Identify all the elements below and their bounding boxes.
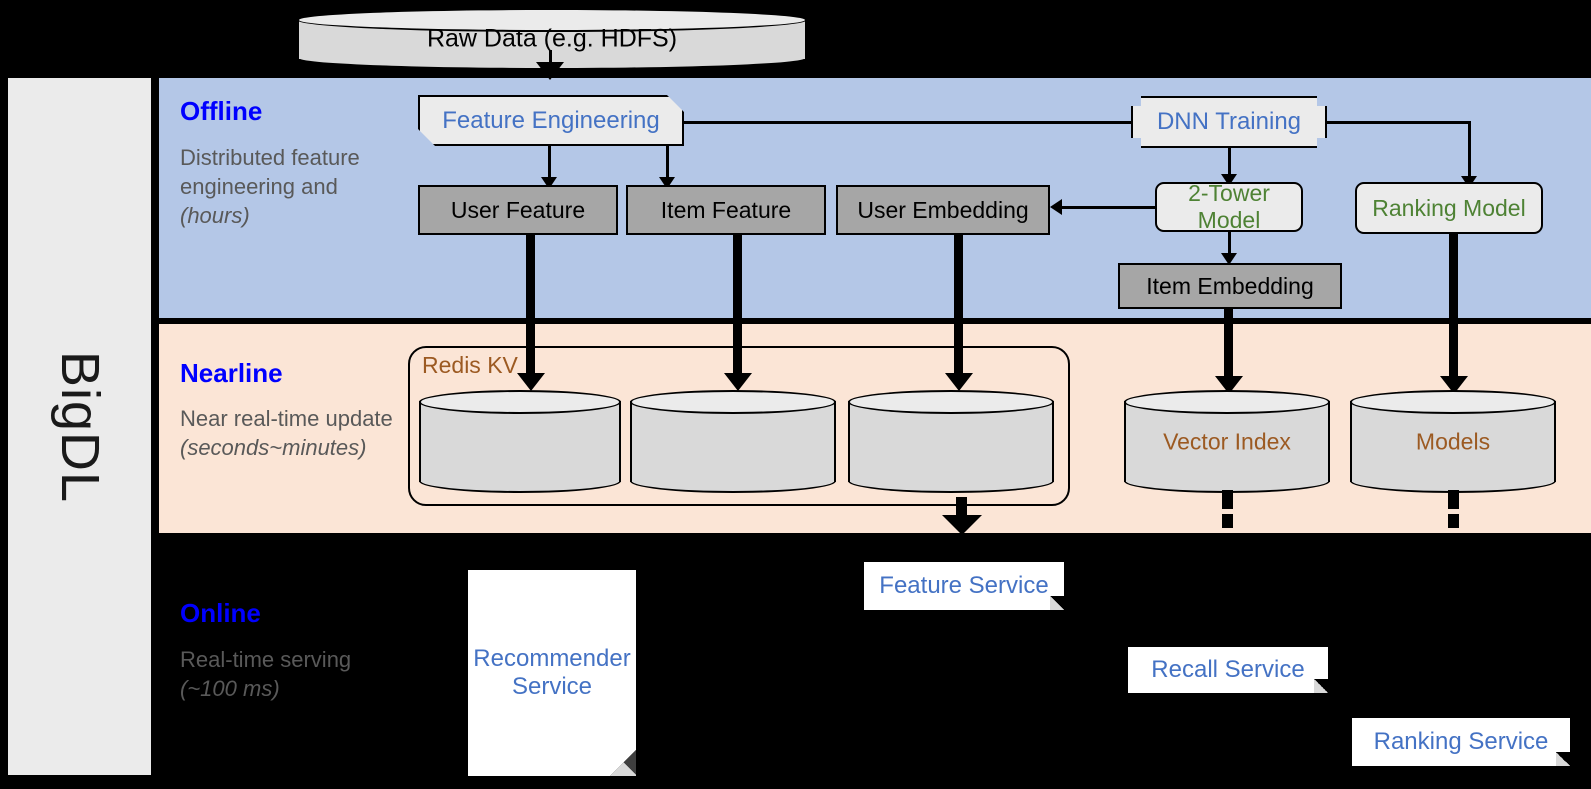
cylinder-top (848, 390, 1054, 414)
online-title: Online (180, 598, 261, 628)
offline-title: Offline (180, 96, 263, 126)
item-feature-box[interactable]: Item Feature (626, 185, 826, 235)
recommender-service-card[interactable]: Recommender Service (468, 570, 636, 776)
cylinder-top (630, 390, 836, 414)
page-fold-icon (1556, 752, 1570, 766)
connector-twotower-userembedding (1058, 206, 1158, 209)
nearline-subtitle-text: Near real-time update (180, 406, 393, 431)
dash-vectorindex-recall-1 (1222, 490, 1233, 509)
cylinder-body (848, 401, 1054, 482)
cylinder-top (297, 8, 807, 32)
nearline-subtitle-em: (seconds~minutes) (180, 435, 367, 461)
redis-cylinder-3-icon (848, 390, 1054, 493)
dnn-training-box[interactable]: DNN Training (1131, 96, 1327, 148)
arrowhead-userfeature-redis (517, 373, 545, 391)
arrowhead-userembedding-redis (945, 373, 973, 391)
dnn-training-label: DNN Training (1156, 108, 1302, 135)
item-feature-label: Item Feature (660, 196, 792, 223)
pipe-userfeature-redis (526, 235, 535, 383)
offline-subtitle-text: Distributed feature engineering and (180, 145, 360, 200)
dash-redis-featureservice (956, 497, 967, 515)
cylinder-top (419, 390, 621, 414)
user-feature-box[interactable]: User Feature (418, 185, 618, 235)
dash-vectorindex-recall-2 (1222, 514, 1233, 528)
recall-service-card[interactable]: Recall Service (1128, 647, 1328, 693)
feature-engineering-label: Feature Engineering (442, 106, 660, 134)
recommender-service-line2: Service (511, 673, 593, 700)
recall-service-label: Recall Service (1151, 656, 1305, 683)
models-label: Models (1415, 428, 1491, 454)
connector-fe-userfeature (548, 146, 551, 182)
redis-cylinder-1-icon (419, 390, 621, 493)
recommender-service-line1: Recommender (473, 645, 631, 672)
connector-fe-dnn (684, 121, 1139, 124)
redis-kv-label: Redis KV (422, 352, 518, 378)
ranking-model-label: Ranking Model (1372, 194, 1526, 221)
page-fold-icon (1314, 679, 1328, 693)
online-subtitle-text: Real-time serving (180, 647, 352, 672)
two-tower-model-label: 2-Tower Model (1188, 180, 1270, 233)
cylinder-body (630, 401, 836, 482)
recommender-service-label: Recommender Service (473, 645, 630, 701)
raw-data-label: Raw Data (e.g. HDFS) (426, 24, 678, 53)
item-embedding-label: Item Embedding (1146, 272, 1314, 299)
bigdl-rail: BigDL (8, 78, 151, 775)
feature-engineering-box[interactable]: Feature Engineering (418, 95, 684, 146)
models-cylinder-icon[interactable]: Models (1350, 390, 1556, 493)
arrowhead-rawdata-fe (536, 62, 564, 80)
item-embedding-box[interactable]: Item Embedding (1118, 263, 1342, 309)
cylinder-body (1124, 401, 1330, 482)
vector-index-label: Vector Index (1163, 428, 1291, 454)
ranking-service-label: Ranking Service (1373, 728, 1549, 755)
cylinder-top (1350, 390, 1556, 414)
cylinder-body (1350, 401, 1556, 482)
dash-models-ranking-2 (1448, 514, 1459, 528)
arrowhead-twotower-itememb (1221, 253, 1237, 265)
pipe-ranking-models (1449, 234, 1458, 386)
pipe-itememb-vectorindex (1224, 309, 1233, 386)
pipe-itemfeature-redis (733, 235, 742, 383)
connector-dnn-twotower (1228, 148, 1231, 180)
feature-service-card[interactable]: Feature Service (864, 562, 1064, 610)
ranking-model-box[interactable]: Ranking Model (1355, 182, 1543, 234)
pipe-userembedding-redis (954, 235, 963, 383)
arrowhead-redis-featureservice (942, 515, 982, 535)
dash-models-ranking-1 (1448, 490, 1459, 509)
cylinder-body (419, 401, 621, 482)
ranking-service-card[interactable]: Ranking Service (1352, 718, 1570, 766)
two-tower-model-box[interactable]: 2-Tower Model (1155, 180, 1303, 233)
online-subtitle-em: (~100 ms) (180, 676, 280, 702)
offline-subtitle-em: (hours) (180, 203, 250, 229)
user-embedding-box[interactable]: User Embedding (836, 185, 1050, 235)
offline-subtitle: Distributed feature engineering and (hou… (180, 143, 395, 230)
user-feature-label: User Feature (450, 196, 586, 223)
nearline-title: Nearline (180, 358, 283, 388)
feature-service-label: Feature Service (879, 572, 1049, 599)
bigdl-label: BigDL (49, 350, 110, 503)
vector-index-cylinder-icon[interactable]: Vector Index (1124, 390, 1330, 493)
nearline-subtitle: Near real-time update (seconds~minutes) (180, 404, 410, 462)
user-embedding-label: User Embedding (857, 196, 1029, 223)
cylinder-top (1124, 390, 1330, 414)
page-fold-icon (1050, 596, 1064, 610)
online-subtitle: Real-time serving (~100 ms) (180, 645, 380, 703)
connector-dnn-ranking-v (1468, 121, 1471, 181)
connector-fe-itemfeature (666, 146, 669, 182)
connector-twotower-itememb (1228, 232, 1231, 260)
redis-kv-container (408, 346, 1070, 506)
raw-data-cylinder-icon: Raw Data (e.g. HDFS) (297, 8, 807, 70)
connector-dnn-ranking-h (1327, 121, 1470, 124)
redis-cylinder-2-icon (630, 390, 836, 493)
arrowhead-twotower-userembedding (1050, 199, 1062, 215)
arrowhead-itemfeature-redis (724, 373, 752, 391)
